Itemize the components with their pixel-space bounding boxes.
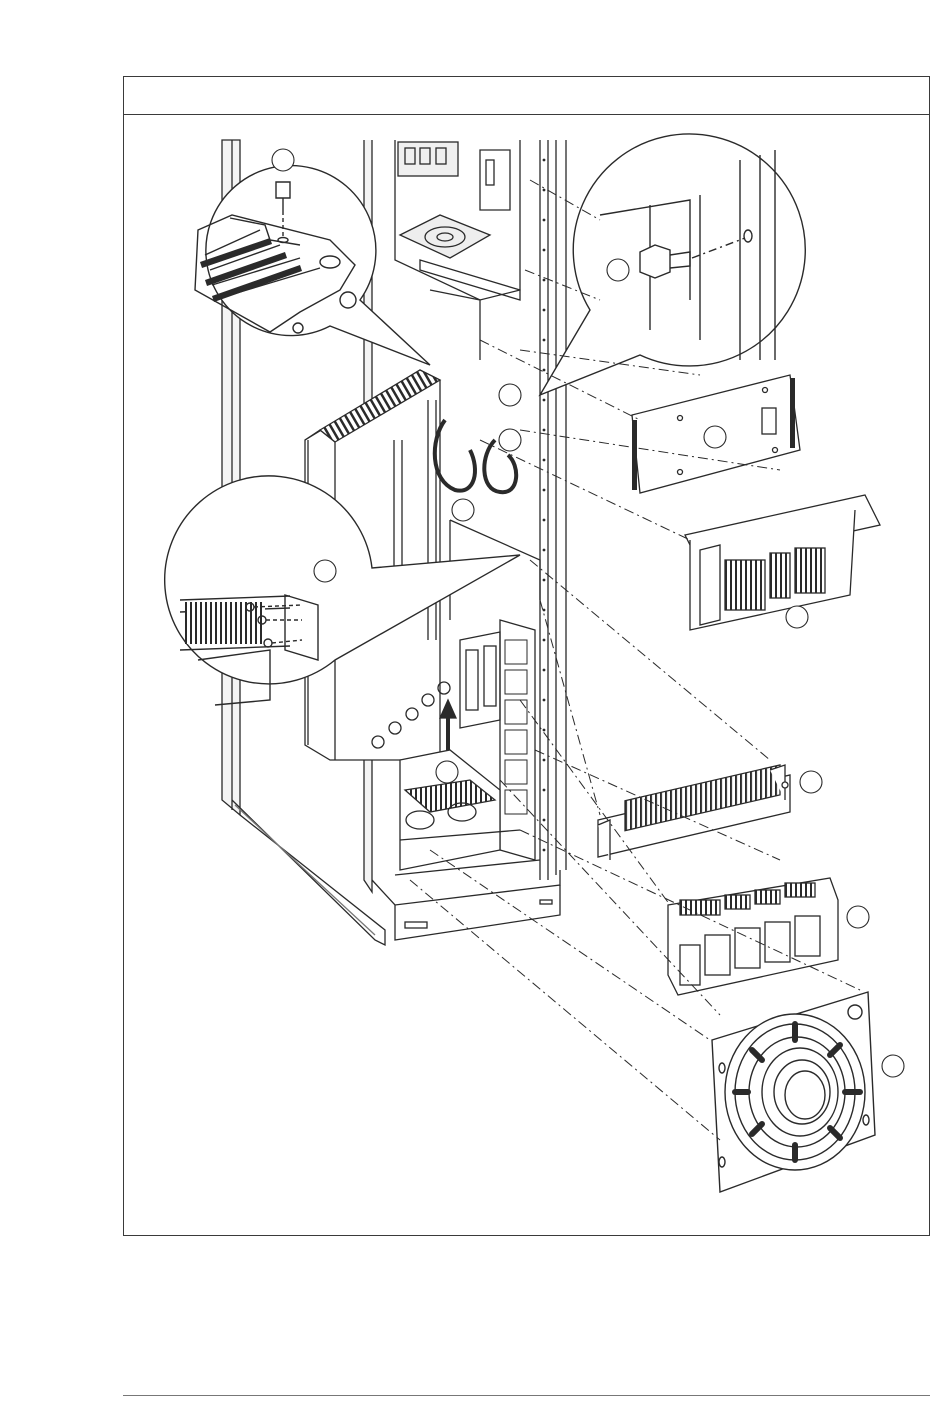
marker-11 — [847, 906, 869, 928]
marker-10 — [800, 771, 822, 793]
marker-9 — [436, 761, 458, 783]
marker-4 — [704, 426, 726, 448]
marker-7 — [314, 560, 336, 582]
cooling-fan — [712, 992, 875, 1192]
marker-6 — [452, 499, 474, 521]
marker-3 — [499, 384, 521, 406]
terminal-module — [685, 495, 880, 630]
fuse-board — [668, 878, 838, 995]
marker-12 — [882, 1055, 904, 1077]
marker-5 — [499, 429, 521, 451]
marker-1 — [272, 149, 294, 171]
marker-2 — [607, 259, 629, 281]
marker-8 — [786, 606, 808, 628]
footer-rule — [123, 1395, 930, 1396]
callout-top-right-detail — [540, 134, 805, 395]
